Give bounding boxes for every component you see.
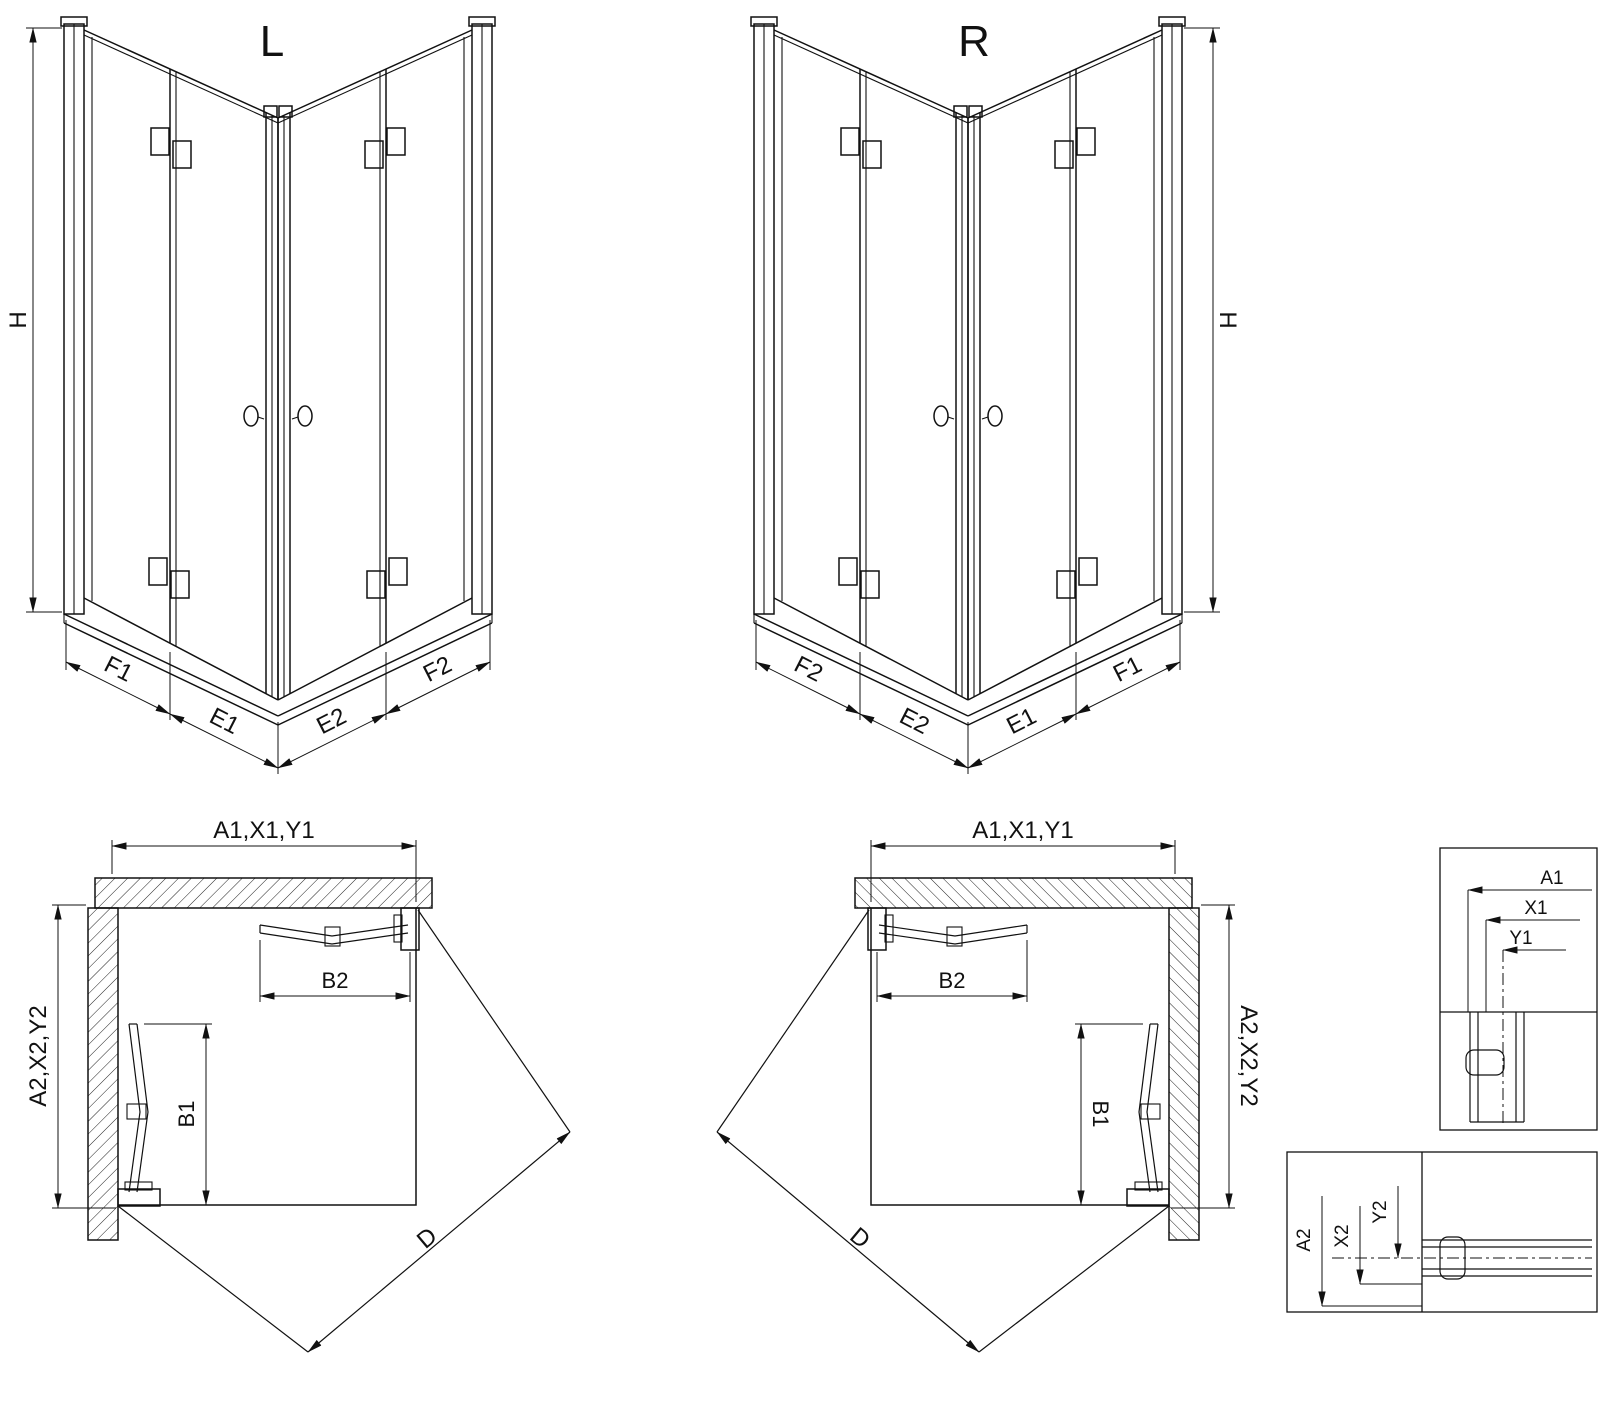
label-plan-right-depth: A2,X2,Y2	[1235, 1005, 1262, 1106]
label-detail-y1: Y1	[1509, 928, 1532, 949]
label-plan-right-b2: B2	[939, 968, 966, 993]
label-plan-left-diagonal: D	[412, 1222, 443, 1254]
label-plan-left-depth: A2,X2,Y2	[25, 1005, 52, 1106]
label-plan-right-b1: B1	[1088, 1101, 1113, 1128]
label-detail-a2: A2	[1294, 1228, 1315, 1251]
labels-layer: L H F1 E1 E2 F2 R H F2 E2 E1 F1 A1,X1,Y1…	[5, 17, 1564, 1254]
plan-view-left-variant	[52, 840, 570, 1352]
label-height-left: H	[5, 311, 32, 328]
label-detail-x1: X1	[1524, 898, 1547, 919]
label-plan-right-diagonal: D	[845, 1222, 876, 1254]
detail-width-dimension-lines	[1467, 886, 1592, 1125]
label-plan-right-width: A1,X1,Y1	[972, 817, 1073, 844]
label-variant-right: R	[958, 17, 990, 66]
detail-box	[1439, 847, 1598, 1131]
label-detail-x2: X2	[1332, 1224, 1353, 1247]
detail-depth-dimension-lines	[1318, 1186, 1592, 1307]
label-variant-left: L	[260, 17, 284, 66]
detail-width-section	[1439, 847, 1598, 1131]
plan-view-right-variant	[717, 840, 1235, 1352]
detail-box	[1286, 1151, 1598, 1313]
label-height-right: H	[1214, 311, 1241, 328]
label-detail-y2: Y2	[1370, 1200, 1391, 1223]
label-plan-left-b2: B2	[322, 968, 349, 993]
label-plan-left-b1: B1	[174, 1101, 199, 1128]
wall-profile-cross-section-horizontal	[1422, 1236, 1592, 1280]
wall-profile-cross-section	[1465, 1012, 1525, 1123]
detail-depth-section	[1286, 1151, 1598, 1313]
label-detail-a1: A1	[1540, 868, 1563, 889]
label-plan-left-width: A1,X1,Y1	[213, 817, 314, 844]
